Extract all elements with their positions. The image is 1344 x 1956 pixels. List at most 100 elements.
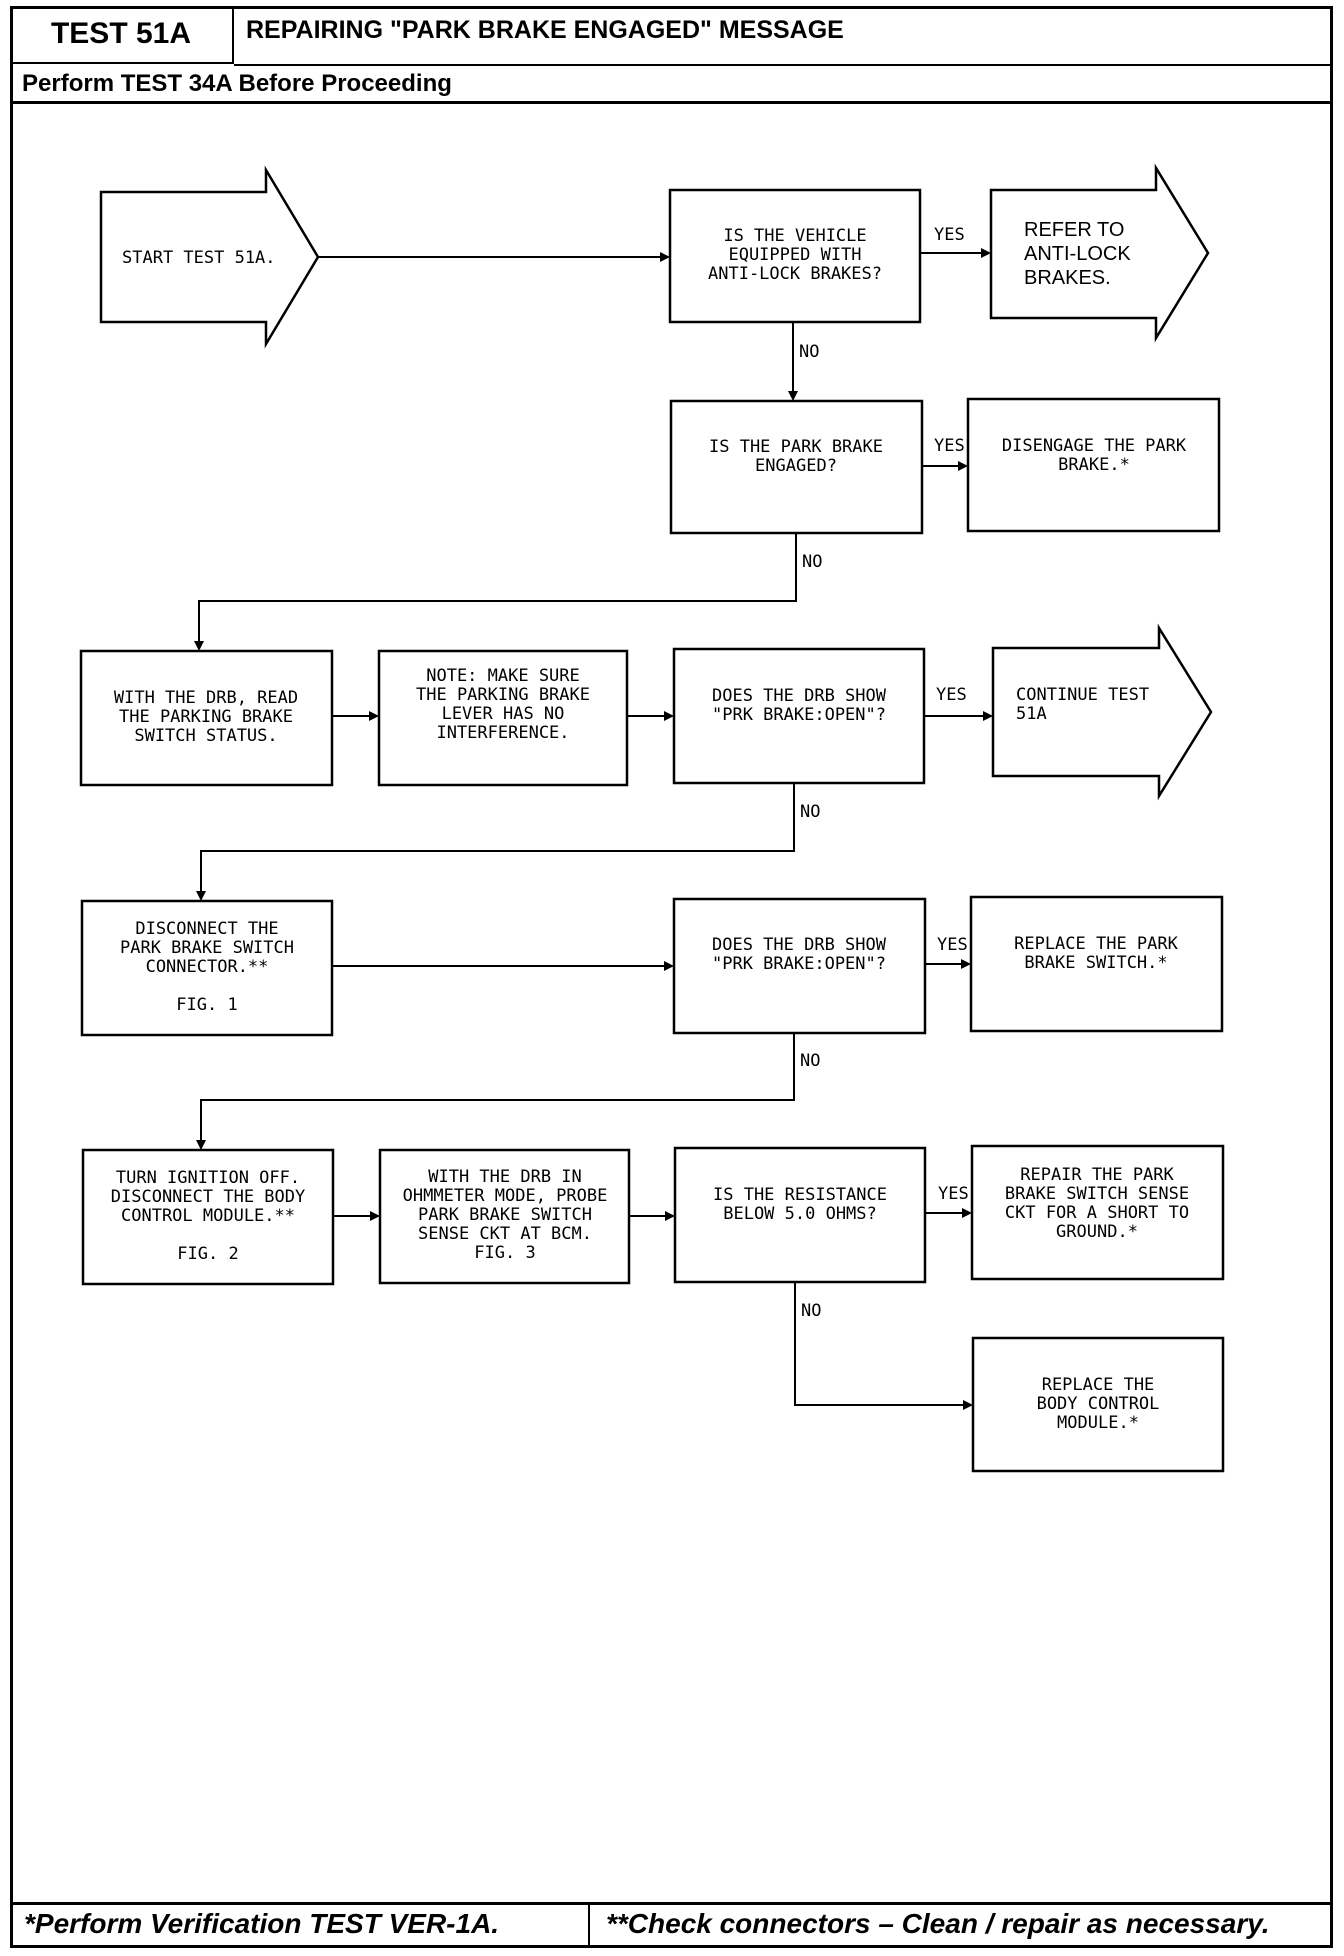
start-line: START TEST 51A. — [122, 248, 276, 268]
arrowhead-replace-switch — [961, 959, 971, 969]
replace-bcm-line: BODY CONTROL — [1037, 1394, 1160, 1414]
continue-line: 51A — [1016, 704, 1047, 724]
drb-open-question-1-text: DOES THE DRB SHOW"PRK BRAKE:OPEN"? — [712, 686, 887, 725]
probe-line: OHMMETER MODE, PROBE — [403, 1186, 608, 1206]
edge-label-yes: YES — [938, 1184, 969, 1204]
note-line: INTERFERENCE. — [436, 723, 569, 743]
read-status-line: WITH THE DRB, READ — [114, 688, 298, 708]
continue-line: CONTINUE TEST — [1016, 685, 1149, 705]
ign-off-line: TURN IGNITION OFF. — [116, 1168, 300, 1188]
probe-line: PARK BRAKE SWITCH — [418, 1205, 592, 1225]
resistance-question-box — [673, 1146, 927, 1284]
arrowhead-ignition — [196, 1140, 206, 1150]
arrowhead-engaged — [788, 391, 798, 401]
edge-engaged-no — [198, 533, 797, 643]
page-frame — [10, 6, 1333, 1948]
replace-switch-box — [969, 895, 1224, 1033]
arrowhead-note — [369, 711, 379, 721]
arrowhead-open1 — [664, 711, 674, 721]
ign-off-line: FIG. 2 — [177, 1244, 238, 1264]
arrowhead-continue — [983, 711, 993, 721]
edge-label-no: NO — [801, 1301, 821, 1321]
drb-open-question-1-box — [672, 647, 926, 785]
q-open2-line: "PRK BRAKE:OPEN"? — [712, 954, 886, 974]
start-node-shape — [99, 165, 320, 349]
disconnect-switch-line: FIG. 1 — [176, 995, 237, 1015]
read-status-line: SWITCH STATUS. — [134, 726, 277, 746]
disengage-line: BRAKE.* — [1058, 455, 1130, 475]
arrowhead-resist — [665, 1211, 675, 1221]
repair-short-line: CKT FOR A SHORT TO — [1005, 1203, 1189, 1223]
footer-connector-note: **Check connectors – Clean / repair as n… — [606, 1908, 1270, 1939]
footer-rule — [10, 1902, 1333, 1905]
drb-open-question-2-box — [672, 897, 927, 1035]
arrowhead-replace-bcm — [963, 1400, 973, 1410]
edge-label-yes: YES — [934, 436, 965, 456]
arrowhead-disengage — [958, 461, 968, 471]
continue-node-shape — [991, 623, 1213, 801]
test-id: TEST 51A — [10, 6, 234, 64]
arrowhead-probe — [370, 1211, 380, 1221]
edge-label-no: NO — [800, 802, 820, 822]
repair-short-line: BRAKE SWITCH SENSE — [1005, 1184, 1189, 1204]
q-engaged-line: ENGAGED? — [755, 456, 837, 476]
arrowhead-repair-short — [962, 1208, 972, 1218]
edge-open2-no — [200, 1033, 795, 1142]
arrowhead-disconnect — [196, 891, 206, 901]
repair-short-line: GROUND.* — [1056, 1222, 1138, 1242]
footer-verification-note: *Perform Verification TEST VER-1A. — [24, 1908, 500, 1939]
q-engaged-line: IS THE PARK BRAKE — [709, 437, 883, 457]
q-open1-line: DOES THE DRB SHOW — [712, 686, 887, 706]
arrowhead-abs — [660, 252, 670, 262]
q-abs-line: EQUIPPED WITH — [728, 245, 861, 265]
replace-bcm-line: REPLACE THE — [1042, 1375, 1155, 1395]
footer-divider — [588, 1902, 590, 1948]
refer-abs-line: REFER TO — [1024, 219, 1124, 241]
refer-abs-line: ANTI-LOCK — [1024, 243, 1131, 265]
probe-line: WITH THE DRB IN — [428, 1167, 582, 1187]
ign-off-line: DISCONNECT THE BODY — [111, 1187, 305, 1207]
header-bottom-rule — [10, 101, 1333, 104]
arrowhead-read-status — [194, 641, 204, 651]
disconnect-switch-line: CONNECTOR.** — [146, 957, 269, 977]
edge-label-yes: YES — [934, 225, 965, 245]
page-subtitle: Perform TEST 34A Before Proceeding — [22, 70, 452, 97]
note-box — [377, 649, 629, 787]
edge-resist-no — [794, 1282, 965, 1406]
repair-short-box — [970, 1144, 1225, 1281]
read-status-line: THE PARKING BRAKE — [119, 707, 293, 727]
replace-bcm-box — [971, 1336, 1225, 1473]
note-line: NOTE: MAKE SURE — [426, 666, 580, 686]
replace-switch-line: REPLACE THE PARK — [1014, 934, 1179, 954]
edge-label-yes: YES — [937, 935, 968, 955]
note-line: THE PARKING BRAKE — [416, 685, 590, 705]
disconnect-switch-line: DISCONNECT THE — [135, 919, 278, 939]
replace-bcm-line: MODULE.* — [1057, 1413, 1139, 1433]
edge-label-no: NO — [799, 342, 819, 362]
header-divider — [234, 64, 1333, 66]
start-node-text: START TEST 51A. — [122, 248, 276, 268]
disengage-box — [966, 397, 1221, 533]
probe-line: FIG. 3 — [474, 1243, 535, 1263]
repair-short-line: REPAIR THE PARK — [1020, 1165, 1174, 1185]
ign-off-line: CONTROL MODULE.** — [121, 1206, 295, 1226]
arrowhead-open2 — [664, 961, 674, 971]
arrowhead-refer-abs — [981, 248, 991, 258]
q-open2-line: DOES THE DRB SHOW — [712, 935, 887, 955]
ignition-off-box — [81, 1148, 335, 1286]
q-abs-line: ANTI-LOCK BRAKES? — [708, 264, 882, 284]
note-line: LEVER HAS NO — [442, 704, 565, 724]
refer-abs-node-shape — [989, 163, 1210, 343]
ign-off-line — [203, 1225, 213, 1245]
